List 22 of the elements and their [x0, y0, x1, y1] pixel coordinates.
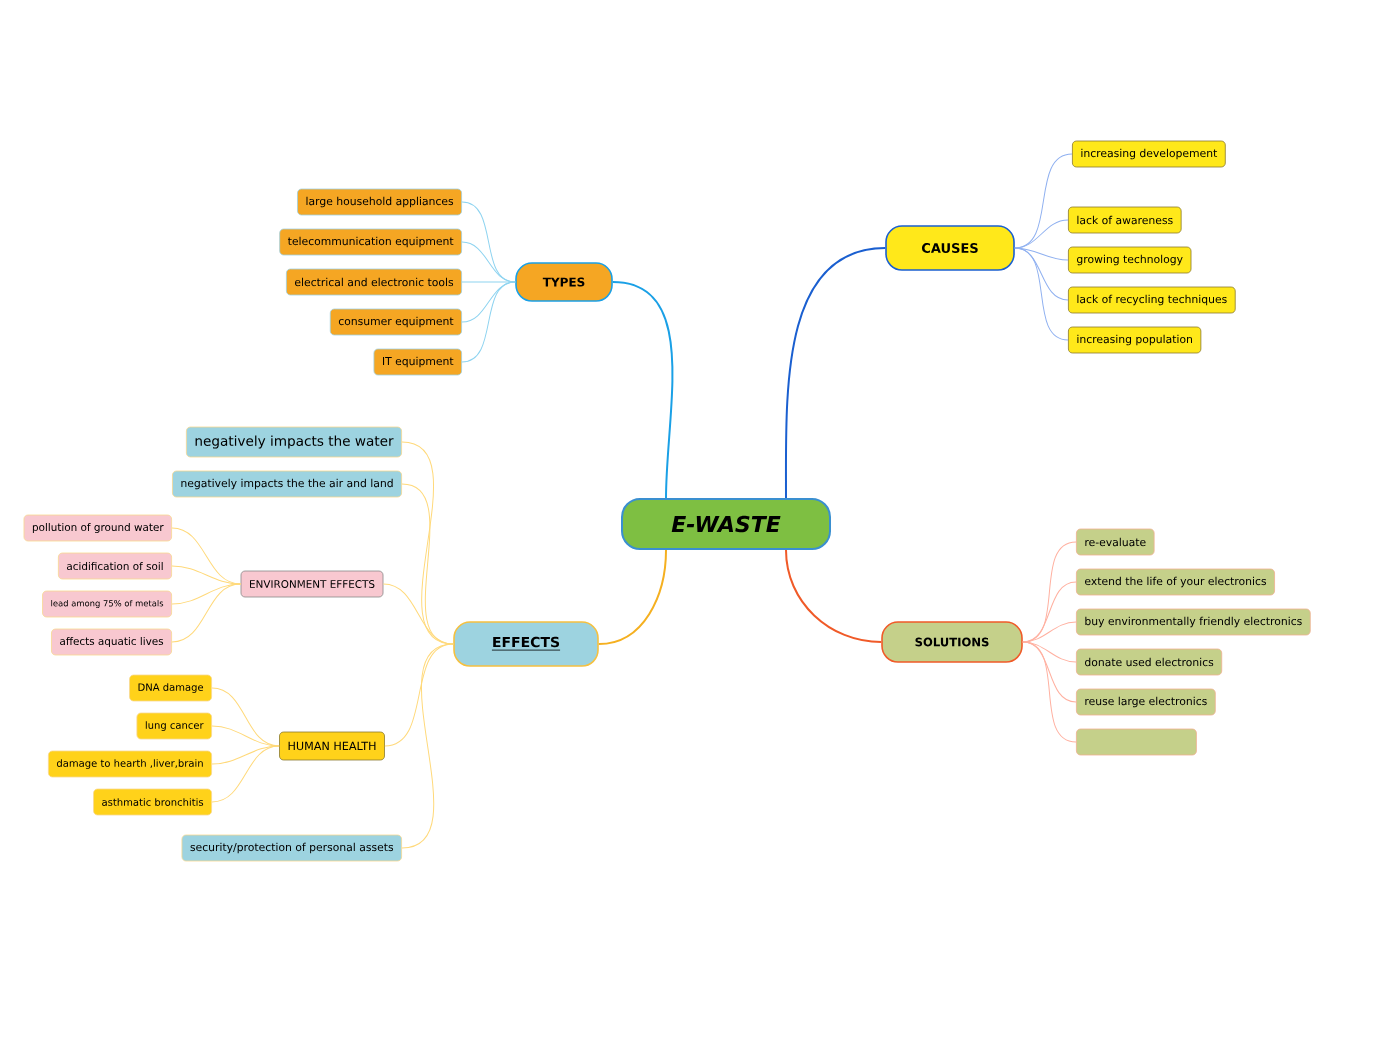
- connector: [401, 643, 454, 849]
- central-topic: E-WASTE: [621, 498, 831, 550]
- connector: [211, 745, 280, 765]
- connector: [1022, 621, 1077, 643]
- empty-box: [1076, 728, 1197, 756]
- connector: [171, 565, 242, 585]
- connector: [597, 549, 667, 645]
- connector: [461, 281, 516, 363]
- connector: [211, 725, 280, 747]
- connector: [611, 281, 674, 499]
- connector: [1022, 581, 1077, 643]
- connector: [211, 745, 280, 803]
- connector: [1014, 247, 1069, 341]
- connector: [1014, 247, 1069, 301]
- connector: [784, 247, 887, 499]
- connector: [171, 583, 242, 643]
- connector: [1022, 641, 1077, 703]
- connector: [461, 281, 516, 283]
- connector: [1014, 219, 1069, 249]
- connector: [382, 583, 454, 645]
- connector: [1022, 641, 1077, 743]
- connector: [785, 549, 883, 643]
